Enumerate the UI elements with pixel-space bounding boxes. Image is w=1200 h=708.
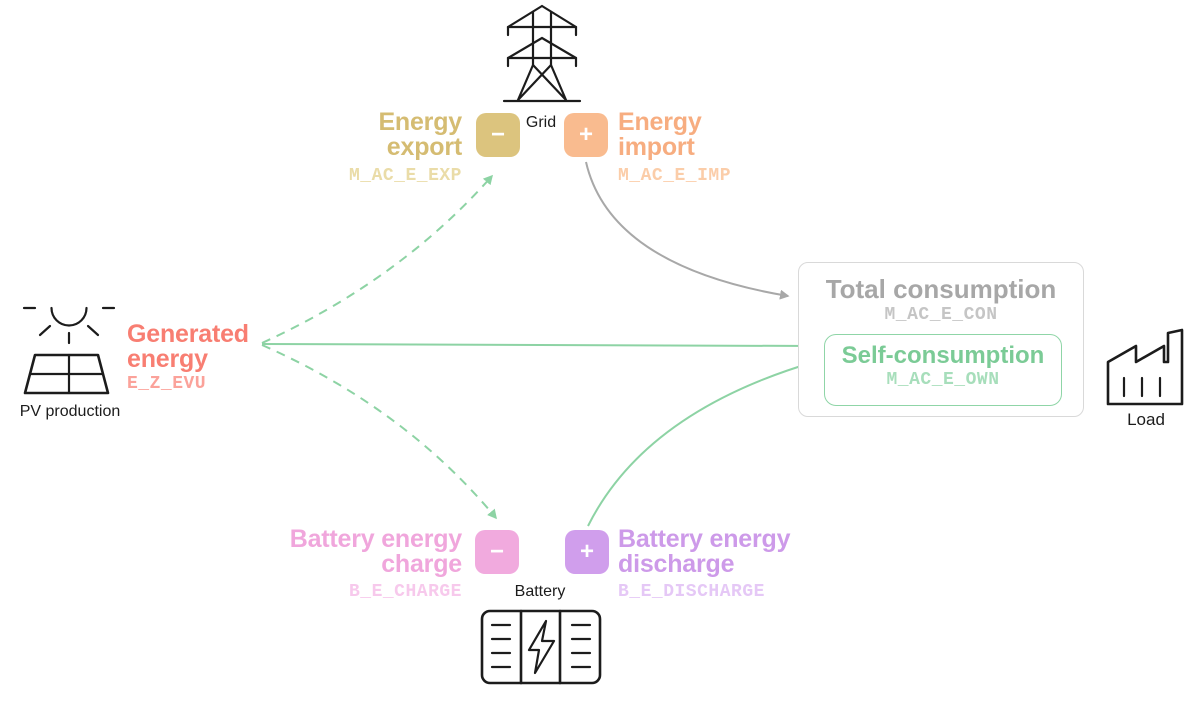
arrow-discharge-to-selfconsumption xyxy=(587,359,816,527)
self-consumption-code: M_AC_E_OWN xyxy=(886,370,1000,390)
battery-label: Battery xyxy=(514,583,566,600)
arrow-generated-to-export xyxy=(261,174,493,344)
energy-export-code: M_AC_E_EXP xyxy=(348,166,462,186)
arrow-generated-to-selfconsumption xyxy=(261,340,816,351)
battery-discharge-code: B_E_DISCHARGE xyxy=(618,582,765,602)
load-label: Load xyxy=(1127,410,1165,429)
import-plus-chip[interactable]: + xyxy=(564,113,608,157)
self-consumption-title: Self-consumption xyxy=(841,342,1045,369)
factory-icon xyxy=(1106,328,1184,406)
total-consumption-code: M_AC_E_CON xyxy=(884,305,998,325)
export-minus-chip[interactable]: − xyxy=(476,113,520,157)
plus-icon: + xyxy=(578,121,593,148)
pv-production-label: PV production xyxy=(19,403,121,420)
battery-discharge-title: Battery energy discharge xyxy=(618,525,791,578)
battery-charge-code: B_E_CHARGE xyxy=(348,582,462,602)
generated-energy-title: Generated energy xyxy=(127,320,249,373)
battery-charge-title: Battery energy charge xyxy=(289,525,462,578)
plus-icon: + xyxy=(579,538,594,565)
total-consumption-title: Total consumption xyxy=(825,274,1057,304)
energy-export-title: Energy export xyxy=(378,108,462,161)
battery-icon xyxy=(480,609,602,685)
discharge-plus-chip[interactable]: + xyxy=(565,530,609,574)
charge-minus-chip[interactable]: − xyxy=(475,530,519,574)
energy-import-code: M_AC_E_IMP xyxy=(618,166,732,186)
energy-import-title: Energy import xyxy=(618,108,702,161)
minus-icon: − xyxy=(489,538,504,565)
minus-icon: − xyxy=(490,121,505,148)
arrow-generated-to-charge xyxy=(261,344,497,520)
grid-label: Grid xyxy=(525,114,557,131)
generated-energy-code: E_Z_EVU xyxy=(127,374,207,394)
grid-tower-icon xyxy=(502,4,582,103)
self-consumption-box: Self-consumption M_AC_E_OWN xyxy=(824,334,1062,406)
total-consumption-box: Total consumption M_AC_E_CON Self-consum… xyxy=(798,262,1084,417)
sun-icon xyxy=(22,306,116,395)
